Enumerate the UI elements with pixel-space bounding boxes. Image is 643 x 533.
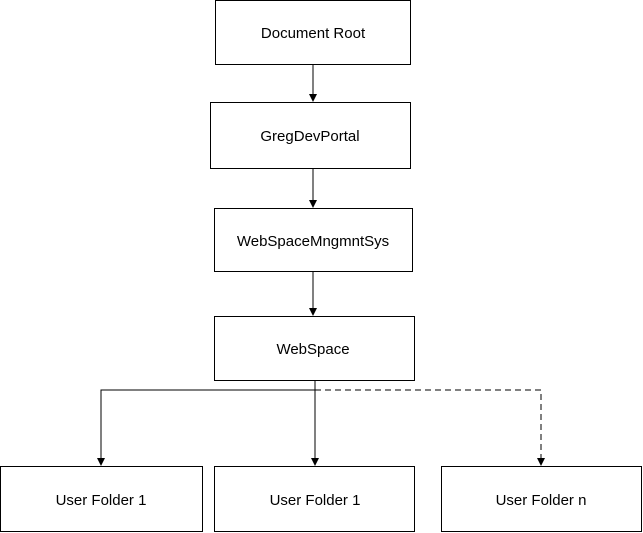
- arrowhead-user-folder-a: [97, 458, 105, 466]
- node-user-folder-b-label: User Folder 1: [270, 492, 361, 509]
- edges: [97, 65, 545, 466]
- node-web-space: WebSpace: [214, 316, 415, 381]
- node-user-folder-b: User Folder 1: [214, 466, 415, 532]
- node-web-space-mngmnt-sys-label: WebSpaceMngmntSys: [237, 233, 389, 250]
- node-document-root-label: Document Root: [261, 25, 366, 42]
- node-web-space-label: WebSpace: [276, 341, 349, 358]
- node-document-root: Document Root: [215, 0, 411, 65]
- node-user-folder-n: User Folder n: [441, 466, 642, 532]
- node-user-folder-n-label: User Folder n: [496, 492, 587, 509]
- node-web-space-mngmnt-sys: WebSpaceMngmntSys: [214, 208, 413, 272]
- arrowhead-user-folder-n: [537, 458, 545, 466]
- edge-web-space-to-user-folder-n: [315, 389, 542, 460]
- node-user-folder-a: User Folder 1: [0, 466, 203, 532]
- edge-web-space-to-user-folder-a: [100, 381, 316, 460]
- arrowhead-user-folder-b: [311, 458, 319, 466]
- node-greg-dev-portal-label: GregDevPortal: [260, 128, 359, 145]
- node-greg-dev-portal: GregDevPortal: [210, 102, 411, 169]
- arrowhead-web-space: [309, 308, 317, 316]
- node-user-folder-a-label: User Folder 1: [56, 492, 147, 509]
- arrowhead-greg-dev-portal: [309, 94, 317, 102]
- arrowhead-web-space-mngmnt-sys: [309, 200, 317, 208]
